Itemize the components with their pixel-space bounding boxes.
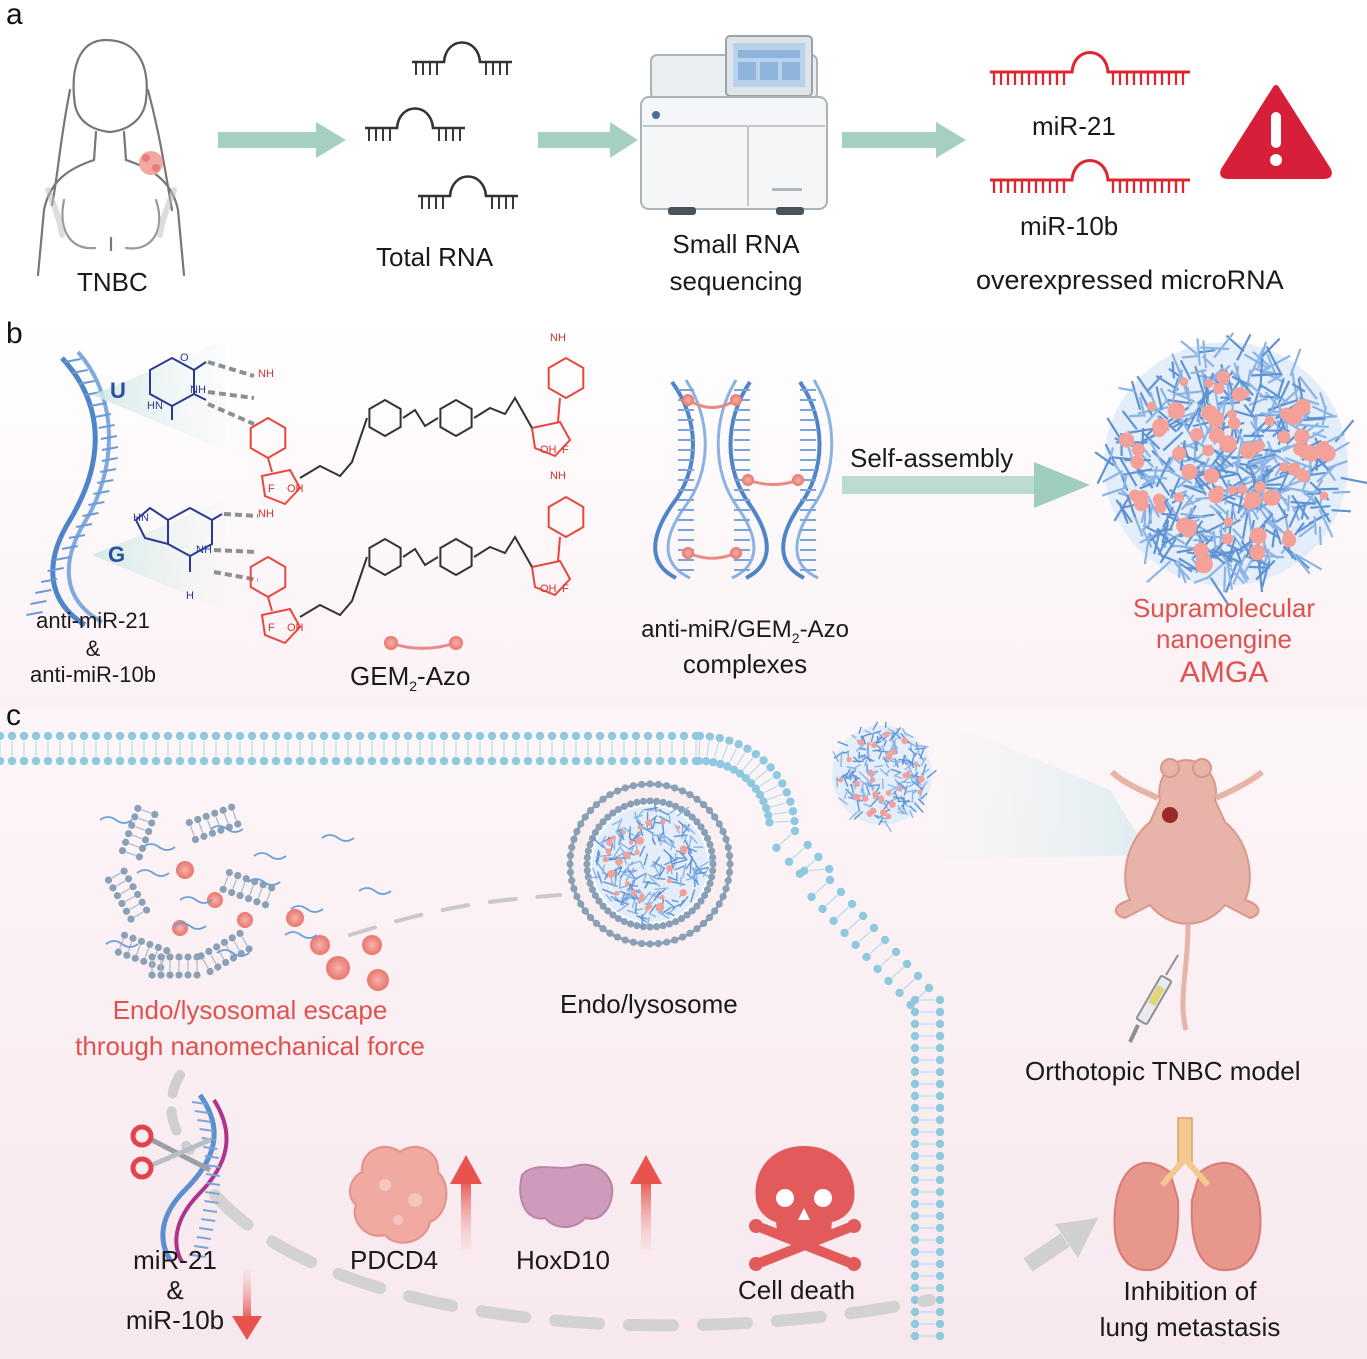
chem-bot-f: F (268, 622, 275, 634)
pdcd4-up-arrow (450, 1155, 482, 1250)
complex-label-line1: anti-miR/GEM2-Azo (610, 616, 880, 646)
guanine-structure (134, 506, 223, 572)
gem2-azo-tail: -Azo (417, 661, 471, 691)
base-g-label: G (108, 542, 126, 567)
complex-tail: -Azo (799, 616, 849, 643)
overexpressed-label: overexpressed microRNA (976, 265, 1284, 295)
skull-icon (749, 1146, 861, 1271)
anti-mir-helix-icon (26, 350, 119, 628)
lungs-icon (1113, 1117, 1262, 1272)
highlight-cone-g (92, 500, 225, 610)
complex-helices-icon (653, 379, 834, 580)
tnbc-label: TNBC (77, 267, 148, 297)
chem-bot-f2: F (562, 583, 569, 595)
hoxd10-protein-icon (519, 1163, 614, 1228)
anti-mir-label-line1: anti-miR-21 (36, 608, 150, 633)
chem-top-f2: F (562, 444, 569, 456)
tumor-icon (139, 151, 163, 175)
chem-g-h: H (186, 590, 194, 602)
gem2-azo-sub: 2 (409, 678, 418, 694)
scissors-icon (130, 1124, 212, 1180)
inhibition-label-line1: Inhibition of (1123, 1276, 1257, 1306)
gem2-azo-legend-icon (384, 636, 463, 650)
gem2-azo-label: GEM2-Azo (350, 661, 471, 694)
orthotopic-label: Orthotopic TNBC model (1025, 1056, 1301, 1086)
mouse-view-cone (942, 720, 1150, 860)
cell-membrane (0, 731, 945, 1341)
chem-top-oh: OH (287, 483, 304, 495)
chem-u-o: O (180, 352, 189, 364)
panel-label-c: c (6, 699, 21, 732)
uracil-structure (149, 356, 207, 420)
amga-nanoparticle-icon (1094, 332, 1367, 606)
syringe-icon (1128, 954, 1179, 1043)
cell-death-label: Cell death (738, 1275, 856, 1305)
total-rna-strands (365, 41, 518, 209)
chem-top-oh2: OH (540, 444, 557, 456)
mir-label-amp: & (166, 1275, 184, 1305)
total-rna-label: Total RNA (376, 242, 494, 272)
chem-u-nh: NH (190, 384, 206, 396)
chem-top-nh2b: NH (550, 332, 566, 344)
highlight-cone-u (92, 340, 225, 450)
escape-label-line2: through nanomechanical force (75, 1031, 425, 1061)
gem2-azo-structure-top (249, 356, 585, 506)
sequencing-label-line1: Small RNA (672, 229, 800, 259)
complex-main: anti-miR/GEM (641, 616, 792, 643)
chem-g-hn: HN (133, 512, 149, 524)
sequencing-label-line2: sequencing (669, 266, 803, 296)
mir21-label: miR-21 (1032, 111, 1116, 141)
escape-label-line1: Endo/lysosomal escape (112, 995, 388, 1025)
mir-label-line2: miR-10b (125, 1305, 225, 1335)
amga-label: AMGA (1179, 656, 1269, 689)
to-lungs-arrow (1023, 1218, 1098, 1272)
pdcd4-protein-icon (348, 1145, 448, 1244)
supramolecular-label: Supramolecular (1132, 593, 1316, 623)
self-assembly-label: Self-assembly (850, 443, 1014, 473)
pathway-dashes (166, 893, 936, 1332)
chem-bot-n: NH (258, 508, 274, 520)
hoxd10-up-arrow (630, 1155, 662, 1250)
gem2-azo-main: GEM (350, 661, 410, 691)
chem-bot-oh2: OH (540, 583, 557, 595)
mir-label-line1: miR-21 (133, 1245, 217, 1275)
nanoengine-label: nanoengine (1156, 624, 1292, 654)
panel-label-a: a (6, 0, 23, 31)
mouse-tumor-icon (1162, 807, 1178, 823)
base-u-label: U (110, 378, 126, 403)
anti-mir-label-amp: & (85, 636, 101, 661)
dna-helix-icon (160, 1093, 229, 1264)
complex-sub: 2 (791, 630, 800, 646)
inhibition-label-line2: lung metastasis (1099, 1312, 1281, 1342)
endosome-label: Endo/lysosome (560, 989, 738, 1019)
complex-label-line2: complexes (682, 649, 808, 679)
woman-outline-icon (36, 38, 186, 277)
chem-bot-oh: OH (287, 622, 304, 634)
mouse-icon (1109, 758, 1264, 1031)
panel-label-b: b (6, 317, 23, 350)
anti-mir-label-line2: anti-miR-10b (30, 662, 156, 687)
warning-icon (1220, 85, 1332, 179)
chem-top-f: F (268, 483, 275, 495)
gem2-azo-structure-bottom (249, 495, 585, 645)
pdcd4-label: PDCD4 (350, 1245, 439, 1275)
chem-u-hn: HN (147, 400, 163, 412)
sequencer-icon (640, 35, 828, 215)
process-arrows (218, 122, 966, 158)
amga-endosome-icon (586, 802, 713, 929)
endosomal-escape-icon (99, 803, 392, 991)
overexpressed-mirna-strands (990, 51, 1190, 193)
self-assembly-arrow (842, 462, 1090, 508)
chem-g-nh: NH (196, 544, 212, 556)
chem-bot-nh2b: NH (550, 470, 566, 482)
amga-small-icon (832, 721, 937, 832)
mir10b-label: miR-10b (1020, 211, 1119, 241)
hoxd10-label: HoxD10 (516, 1245, 610, 1275)
chem-top-n: NH (258, 368, 274, 380)
downregulation-arrow (232, 1270, 262, 1340)
